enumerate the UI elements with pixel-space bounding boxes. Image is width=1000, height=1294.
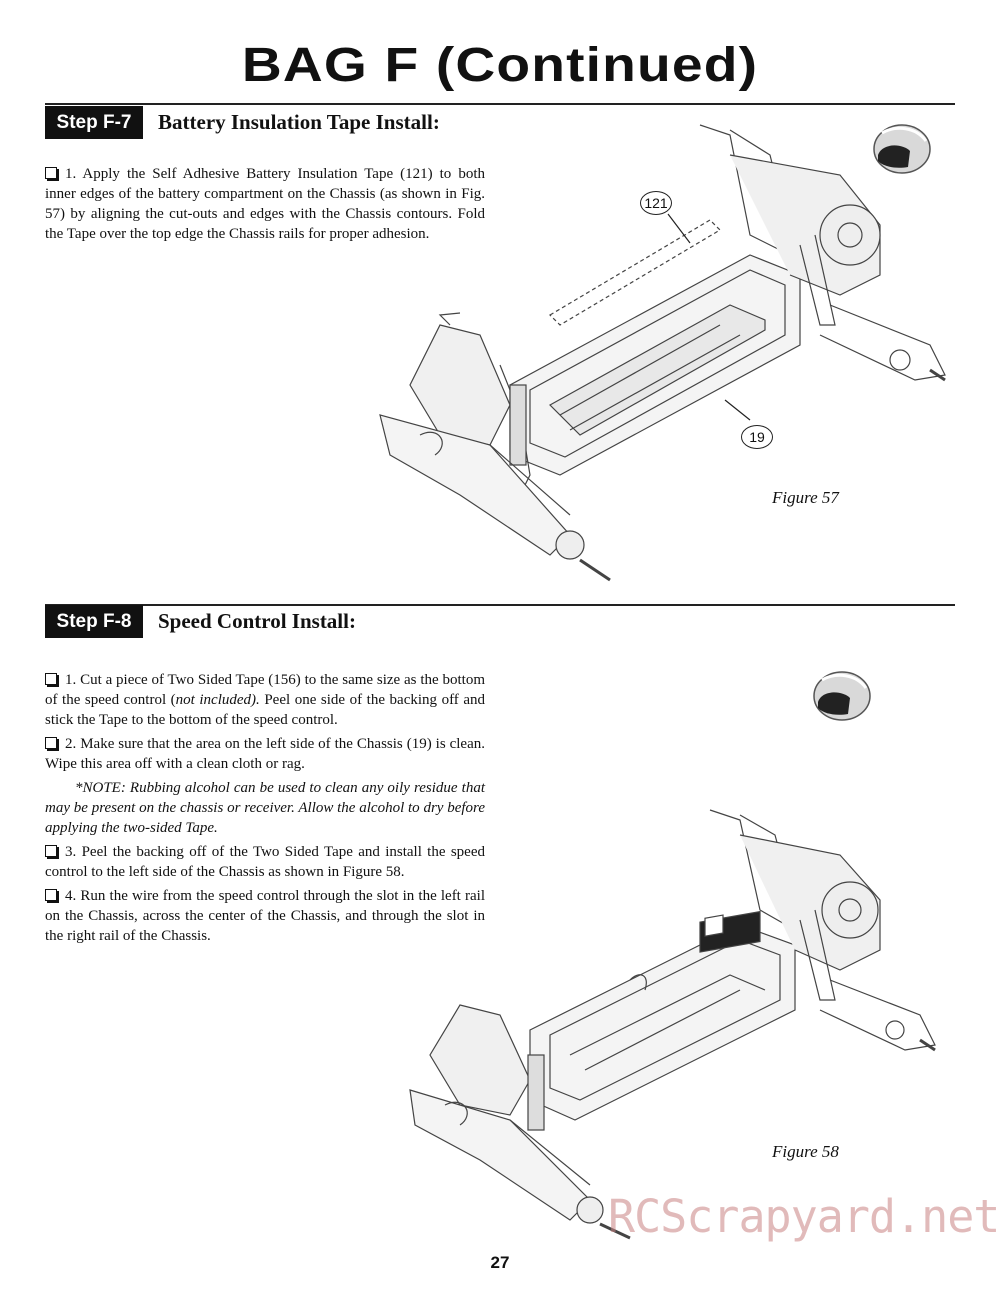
figure-caption: Figure 58 [772,1142,839,1161]
instruction-text: 3. Peel the backing off of the Two Sided… [45,844,485,880]
figure-caption: Figure 57 [772,488,839,507]
instruction-text: 4. Run the wire from the speed control t… [45,888,485,944]
callout-part-19: 19 [741,425,773,449]
helmet-icon [873,124,931,174]
step-instructions: 1. Cut a piece of Two Sided Tape (156) t… [45,670,485,950]
callout-part-121: 121 [640,191,672,215]
instruction-note: *NOTE: Rubbing alcohol can be used to cl… [45,780,485,836]
checkbox-icon[interactable] [45,736,57,749]
instruction-emphasis: not included). [175,692,260,708]
step-instructions: 1. Apply the Self Adhesive Battery Insul… [45,164,485,248]
step-badge: Step F-8 [45,605,143,638]
instruction-text: Peel one side of the backing off and sti… [45,692,485,728]
step-badge: Step F-7 [45,106,143,139]
checkbox-icon[interactable] [45,166,57,179]
instruction-text: 2. Make sure that the area on the left s… [45,736,485,772]
helmet-icon [813,671,871,721]
chassis-figure-57 [379,124,946,582]
page-title: BAG F (Continued) [241,39,759,92]
checkbox-icon[interactable] [45,672,57,685]
instruction-text: 1. Apply the Self Adhesive Battery Insul… [45,166,485,242]
chassis-figure-58 [409,809,936,1240]
checkbox-icon[interactable] [45,844,57,857]
step-heading: Battery Insulation Tape Install: [158,110,440,134]
watermark: RCScrapyard.net [608,1190,1000,1243]
checkbox-icon[interactable] [45,888,57,901]
instruction-text: 1. Cut a piece of Two Sided Tape (156) t… [45,672,485,708]
step-heading: Speed Control Install: [158,609,356,633]
section-divider [45,604,955,606]
section-divider [45,103,955,105]
page-number: 27 [490,1253,510,1272]
